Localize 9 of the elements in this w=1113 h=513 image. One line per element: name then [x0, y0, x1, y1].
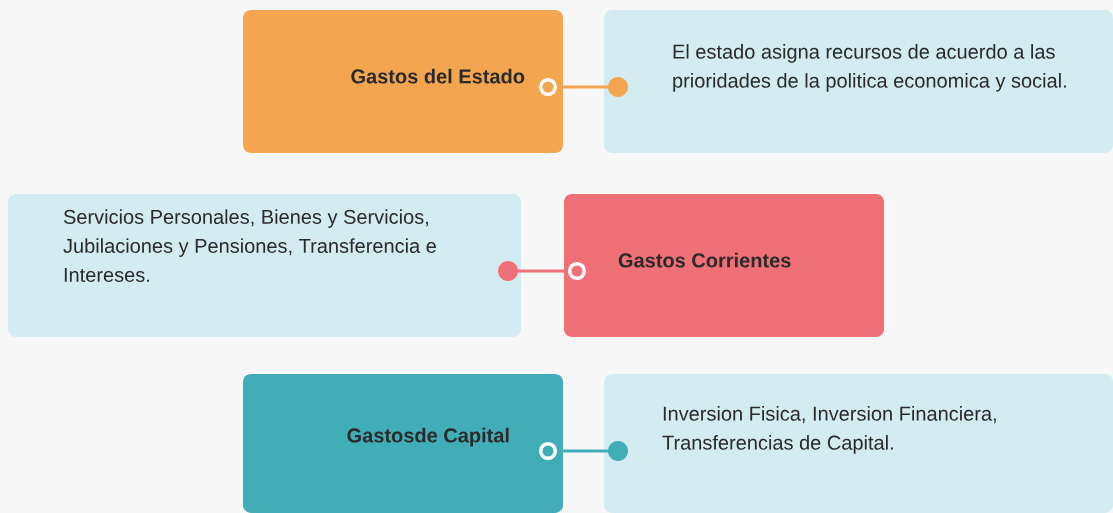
- connector: [538, 77, 628, 97]
- connector: [538, 441, 628, 461]
- description-box: Servicios Personales, Bienes y Servicios, Jubilaciones y Pensiones, Transferencia e Intereses.: [8, 194, 521, 337]
- description-box: Inversion Fisica, Inversion Financiera, Transferencias de Capital.: [604, 374, 1113, 513]
- connector: [498, 261, 587, 281]
- category-box: Gastos Corrientes: [564, 194, 884, 337]
- category-box: Gastosde Capital: [243, 374, 563, 513]
- category-box: Gastos del Estado: [243, 10, 563, 153]
- description-box: El estado asigna recursos de acuerdo a las prioridades de la politica economica y social.: [604, 10, 1113, 153]
